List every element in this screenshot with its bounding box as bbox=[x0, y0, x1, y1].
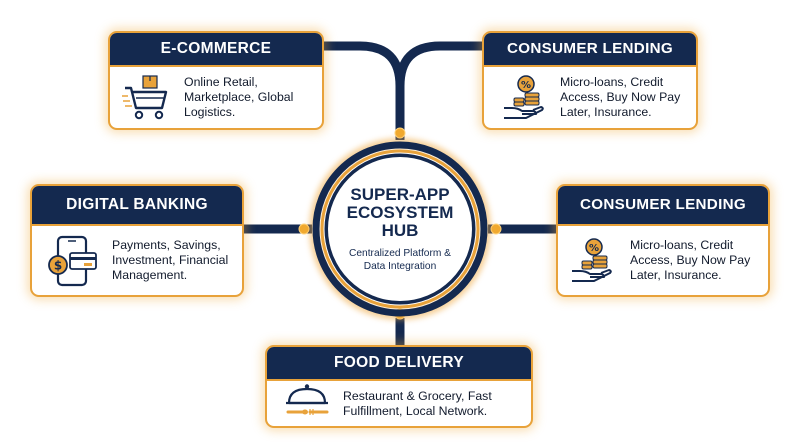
connector-ecommerce bbox=[322, 41, 405, 140]
card-description: Restaurant & Grocery, Fast Fulfillment, … bbox=[343, 388, 492, 418]
card-description: Micro-loans, Credit Access, Buy Now Pay … bbox=[560, 75, 681, 119]
card-food-delivery: FOOD DELIVERY Restaurant & Grocery, Fast… bbox=[265, 345, 533, 428]
hand-coins-percent-icon: % bbox=[504, 74, 544, 119]
shopping-cart-icon bbox=[122, 74, 168, 119]
card-description: Payments, Savings, Investment, Financial… bbox=[112, 238, 229, 282]
card-consumer-lending-top: CONSUMER LENDING % Micro-loans, Credit A… bbox=[482, 31, 698, 130]
hub-subtitle: Centralized Platform & Data Integration bbox=[349, 247, 451, 272]
card-title: CONSUMER LENDING bbox=[484, 33, 696, 67]
svg-text:%: % bbox=[521, 80, 531, 91]
card-title: CONSUMER LENDING bbox=[558, 186, 768, 226]
cloche-cutlery-icon bbox=[286, 383, 329, 415]
svg-text:$: $ bbox=[54, 258, 62, 272]
svg-text:%: % bbox=[589, 243, 599, 254]
card-description: Online Retail, Marketplace, Global Logis… bbox=[184, 75, 294, 119]
hub-rings bbox=[309, 138, 491, 320]
card-consumer-lending-right: CONSUMER LENDING % Micro-loans, Credit A… bbox=[556, 184, 770, 297]
card-ecommerce: E-COMMERCE Online Retail, Marketplace, G… bbox=[108, 31, 324, 130]
card-description: Micro-loans, Credit Access, Buy Now Pay … bbox=[630, 238, 751, 282]
hub-title: SUPER-APP ECOSYSTEM HUB bbox=[346, 184, 454, 240]
card-title: DIGITAL BANKING bbox=[32, 186, 242, 226]
mobile-banking-icon: $ bbox=[48, 235, 97, 286]
card-title: E-COMMERCE bbox=[110, 33, 322, 67]
card-digital-banking: DIGITAL BANKING $ Payments, Savings, Inv… bbox=[30, 184, 244, 297]
ecosystem-hub: SUPER-APP ECOSYSTEM HUB Centralized Plat… bbox=[328, 157, 472, 301]
hand-coins-percent-icon: % bbox=[572, 237, 612, 282]
card-title: FOOD DELIVERY bbox=[267, 347, 531, 381]
connector-lending-top bbox=[395, 41, 484, 87]
